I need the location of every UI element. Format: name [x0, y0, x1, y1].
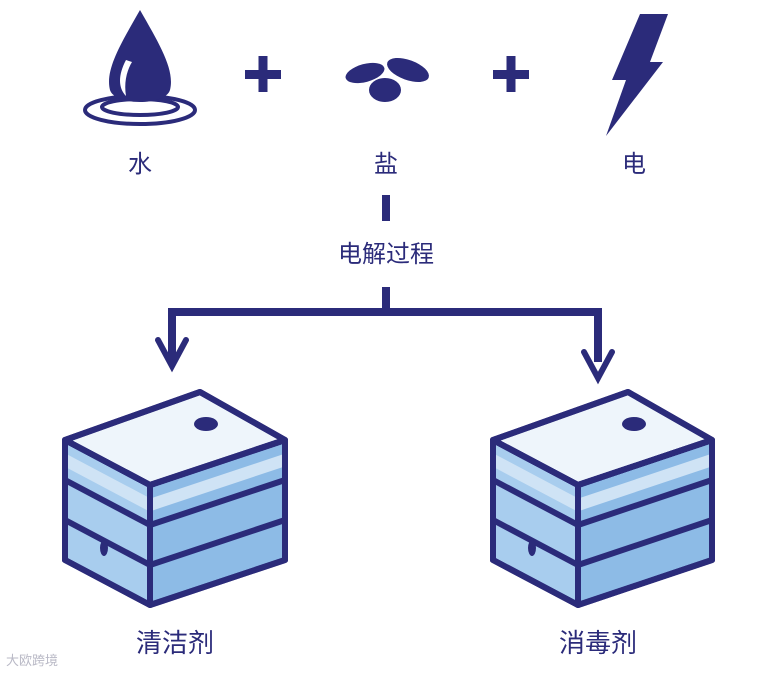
disinfectant-container-icon	[490, 389, 715, 608]
disinfectant-label: 消毒剂	[559, 629, 637, 659]
connector-top	[382, 195, 390, 221]
lightning-icon	[606, 14, 668, 136]
cleaner-container-icon	[62, 389, 288, 608]
cleaner-label: 清洁剂	[136, 629, 214, 659]
plus-icon	[493, 56, 529, 92]
arrow-left-icon	[155, 337, 189, 373]
water-drop-icon	[83, 10, 197, 126]
salt-icon	[345, 57, 429, 102]
watermark: 大欧跨境	[6, 654, 59, 669]
salt-label: 盐	[374, 150, 398, 178]
process-label: 电解过程	[338, 240, 434, 268]
electricity-label: 电	[622, 150, 646, 178]
water-label: 水	[128, 150, 152, 178]
arrow-right-icon	[581, 349, 615, 385]
branch-connector	[168, 287, 602, 362]
plus-icon	[245, 56, 281, 92]
